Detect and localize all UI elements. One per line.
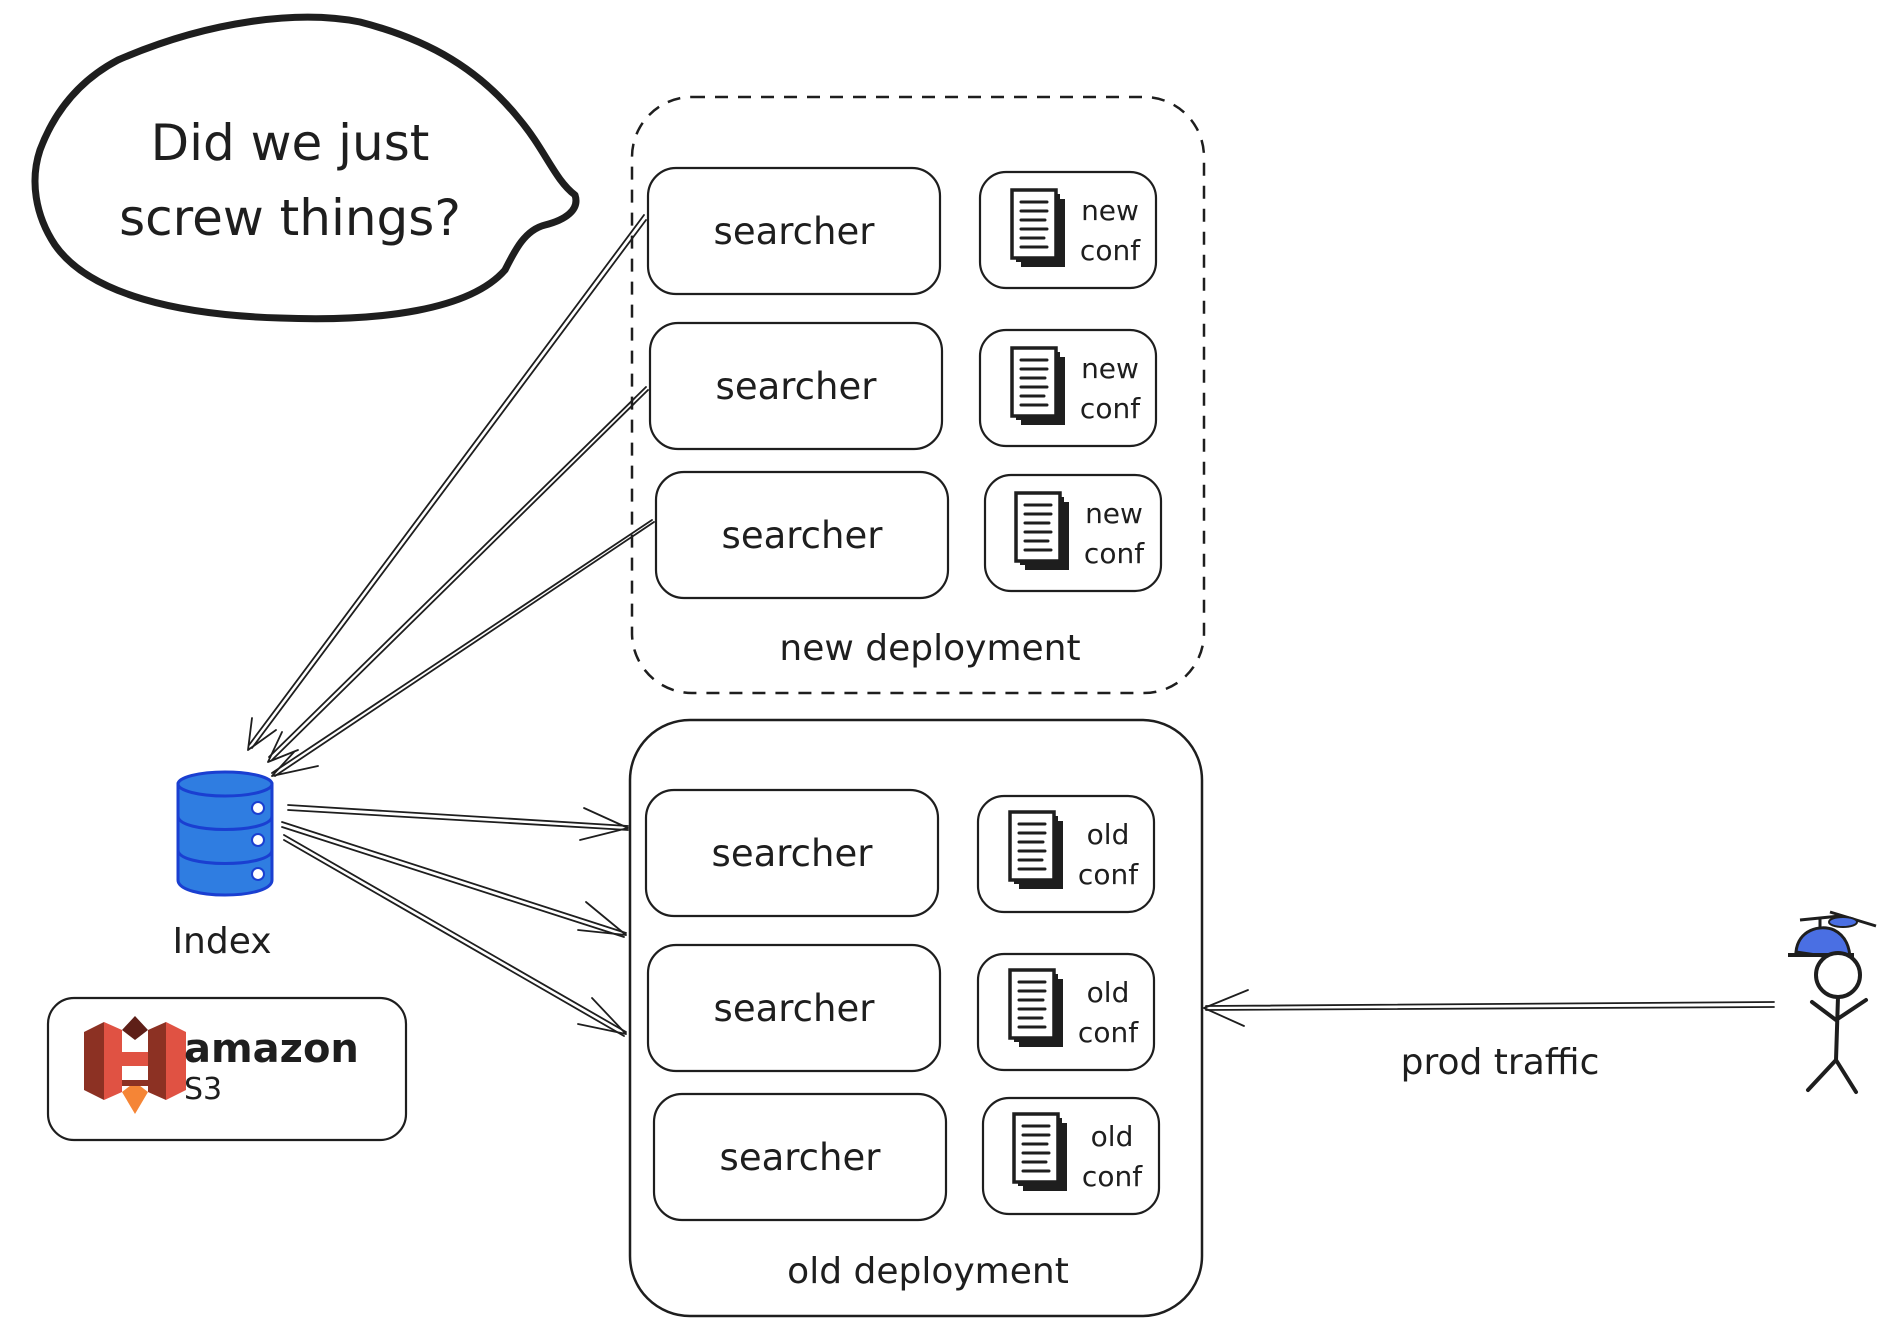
old-deployment-group: old deployment searcher old conf searche…: [628, 718, 1204, 1318]
index-label: Index: [172, 921, 271, 962]
conf-label-line-1: old: [1087, 818, 1130, 851]
conf-label-line-1: old: [1091, 1120, 1134, 1153]
index-database: Index: [172, 770, 274, 962]
amazon-label: amazon: [184, 1026, 359, 1072]
new-searcher-2: searcher: [648, 321, 944, 451]
searcher-label: searcher: [712, 832, 874, 875]
amazon-s3-logo: [84, 1016, 186, 1114]
amazon-s3-box: amazon S3: [46, 996, 408, 1142]
conf-label-line-2: conf: [1082, 1160, 1143, 1193]
document-stack-icon: [1008, 968, 1065, 1049]
conf-label-line-2: conf: [1080, 392, 1141, 425]
s3-label: S3: [184, 1072, 222, 1107]
stick-figure-user-icon: [1788, 910, 1877, 1094]
searcher-label: searcher: [722, 514, 884, 557]
new-conf-3: new conf: [983, 473, 1163, 593]
conf-label-line-1: new: [1081, 352, 1139, 385]
index-to-old-arrows: [281, 804, 629, 1037]
conf-label-line-2: conf: [1078, 1016, 1139, 1049]
new-conf-1: new conf: [978, 170, 1158, 290]
new-searcher-1: searcher: [646, 166, 942, 296]
conf-label-line-1: new: [1085, 497, 1143, 530]
searcher-label: searcher: [720, 1136, 882, 1179]
prod-traffic-label: prod traffic: [1401, 1042, 1600, 1083]
new-deployment-group: new deployment searcher new conf searche…: [630, 95, 1206, 695]
old-deployment-label: old deployment: [787, 1251, 1069, 1292]
new-to-index-arrows: [247, 214, 655, 777]
old-conf-2: old conf: [976, 952, 1156, 1072]
prod-traffic-arrow: prod traffic: [1203, 989, 1775, 1083]
searcher-label: searcher: [716, 365, 878, 408]
conf-label-line-2: conf: [1080, 234, 1141, 267]
new-deployment-label: new deployment: [779, 628, 1080, 669]
speech-bubble: Did we just screw things?: [31, 13, 580, 323]
conf-label-line-1: old: [1087, 976, 1130, 1009]
old-conf-1: old conf: [976, 794, 1156, 914]
searcher-label: searcher: [714, 210, 876, 253]
old-searcher-3: searcher: [652, 1092, 948, 1222]
new-conf-2: new conf: [978, 328, 1158, 448]
searcher-label: searcher: [714, 987, 876, 1030]
document-stack-icon: [1010, 188, 1067, 269]
new-searcher-3: searcher: [654, 470, 950, 600]
conf-label-line-2: conf: [1078, 858, 1139, 891]
old-searcher-1: searcher: [644, 788, 940, 918]
speech-bubble-line-1: Did we just: [151, 114, 430, 172]
document-stack-icon: [1010, 346, 1067, 427]
old-conf-3: old conf: [981, 1096, 1161, 1216]
database-icon: [176, 770, 274, 897]
document-stack-icon: [1008, 810, 1065, 891]
old-searcher-2: searcher: [646, 943, 942, 1073]
conf-label-line-1: new: [1081, 194, 1139, 227]
document-stack-icon: [1014, 491, 1071, 572]
speech-bubble-line-2: screw things?: [119, 189, 461, 247]
conf-label-line-2: conf: [1084, 537, 1145, 570]
document-stack-icon: [1012, 1112, 1069, 1193]
